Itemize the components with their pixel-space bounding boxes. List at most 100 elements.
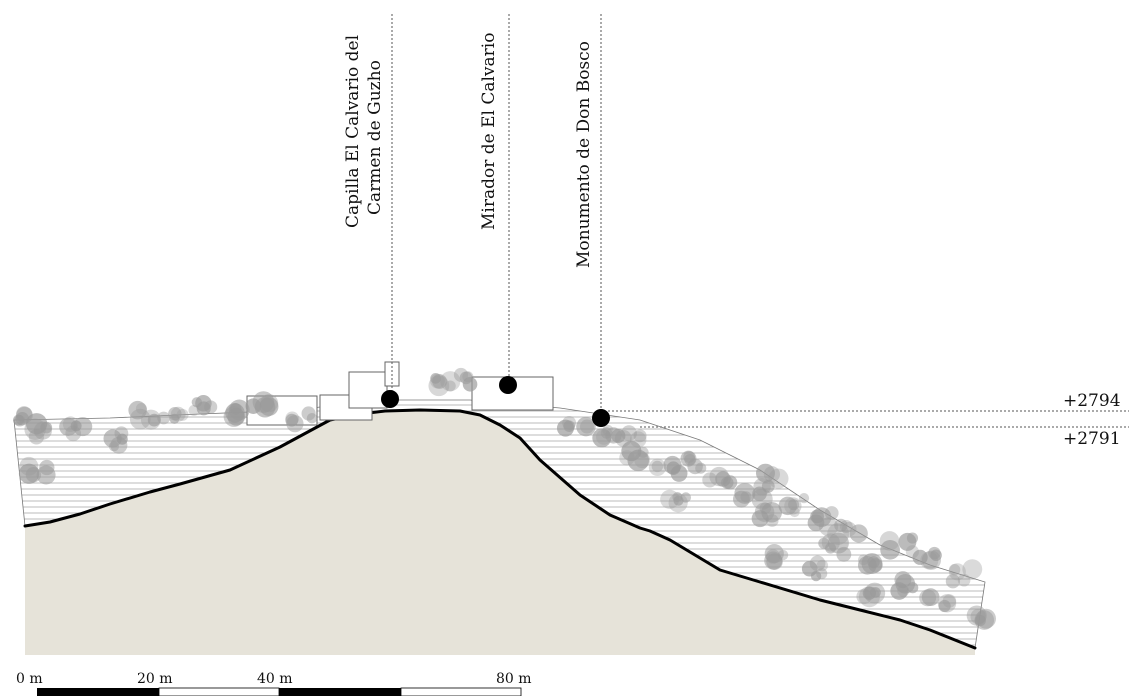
tree-blob xyxy=(938,599,951,613)
landmark-label-mirador: Mirador de El Calvario xyxy=(479,33,499,230)
tree-blob xyxy=(286,415,304,433)
tree-blob xyxy=(195,395,212,412)
tree-blob xyxy=(765,514,779,527)
tree-blob xyxy=(596,429,612,445)
scale-label-20: 20 m xyxy=(137,671,173,687)
tree-blob xyxy=(816,559,829,572)
tree-blob xyxy=(621,425,637,442)
scale-segment-4 xyxy=(400,687,522,696)
tree-blob xyxy=(18,463,40,484)
tree-blob xyxy=(948,564,961,576)
tree-blob xyxy=(462,376,478,392)
tree-blob xyxy=(576,416,596,437)
scale-label-0: 0 m xyxy=(16,671,43,687)
tree-blob xyxy=(157,411,171,425)
tree-blob xyxy=(754,502,775,522)
tree-blob xyxy=(563,420,575,432)
tree-blob xyxy=(970,608,986,625)
tree-blob xyxy=(827,532,849,554)
tree-blob xyxy=(976,608,996,629)
tree-blob xyxy=(702,472,718,488)
tree-blob xyxy=(898,532,917,551)
tree-blob xyxy=(260,394,279,413)
tree-blob xyxy=(777,549,789,561)
tree-blob xyxy=(648,458,667,477)
scale-label-80: 80 m xyxy=(496,671,532,687)
marker-don-bosco xyxy=(592,409,610,427)
tree-blob xyxy=(580,419,595,434)
tree-blob xyxy=(765,549,781,564)
tree-blob xyxy=(761,479,775,493)
tree-blob xyxy=(962,559,983,580)
tree-blob xyxy=(128,400,147,420)
tree-blob xyxy=(764,551,783,570)
tree-blob xyxy=(751,510,769,528)
marker-capilla xyxy=(381,390,399,408)
tree-blob xyxy=(811,507,832,527)
tree-blob xyxy=(428,375,450,397)
tree-blob xyxy=(810,570,822,582)
tree-blob xyxy=(740,491,752,503)
tree-blob xyxy=(937,594,957,613)
tree-blob xyxy=(687,458,703,475)
tree-blob xyxy=(809,555,826,572)
tree-blob xyxy=(28,429,45,445)
scale-label-40: 40 m xyxy=(257,671,293,687)
tree-blob xyxy=(633,429,647,443)
tree-blob xyxy=(227,408,245,426)
tree-blob xyxy=(890,582,908,600)
tree-blob xyxy=(40,421,53,434)
tree-blob xyxy=(285,413,299,427)
tree-blob xyxy=(755,463,775,483)
elevation-label-2791: +2791 xyxy=(1063,429,1121,449)
tree-blob xyxy=(870,587,881,598)
tree-blob xyxy=(673,495,684,506)
ground-profile-line xyxy=(23,408,977,650)
tree-blob xyxy=(611,428,626,444)
tree-blob xyxy=(849,524,868,543)
landmark-label-capilla-line2: Carmen de Guzho xyxy=(365,60,385,215)
tree-blob xyxy=(663,455,682,475)
tree-blob xyxy=(864,582,886,604)
tree-blob xyxy=(444,380,456,392)
building-chapel-body xyxy=(348,371,388,409)
scale-bar: 0 m 20 m 40 m 80 m xyxy=(16,671,532,696)
tree-blob xyxy=(880,539,900,560)
tree-blob xyxy=(430,373,441,384)
tree-blob xyxy=(592,428,612,448)
elevation-label-2794: +2794 xyxy=(1063,391,1121,411)
trees-group xyxy=(13,367,996,630)
tree-blob xyxy=(147,413,161,427)
tree-blob xyxy=(921,588,940,607)
landmark-label-capilla: Capilla El Calvario del Carmen de Guzho xyxy=(343,30,385,228)
tree-blob xyxy=(176,408,189,421)
tree-blob xyxy=(73,417,93,437)
ground-mass xyxy=(25,410,975,655)
tree-blob xyxy=(135,403,147,415)
tree-blob xyxy=(912,549,928,565)
tree-blob xyxy=(301,406,316,421)
tree-blob xyxy=(36,465,56,485)
tree-blob xyxy=(942,594,957,608)
tree-blob xyxy=(945,574,961,589)
tree-blob xyxy=(928,546,941,560)
tree-blob xyxy=(721,476,734,489)
scale-segment-3 xyxy=(279,688,401,696)
landmark-label-capilla-line1: Capilla El Calvario del xyxy=(343,35,363,228)
tree-blob xyxy=(440,371,461,392)
tree-blob xyxy=(140,409,162,430)
tree-blob xyxy=(834,518,848,532)
tree-blob xyxy=(816,568,828,580)
landmark-label-don-bosco: Monumento de Don Bosco xyxy=(574,41,594,268)
tree-blob xyxy=(430,373,445,389)
tree-blob xyxy=(957,573,971,587)
tree-blob xyxy=(668,493,688,513)
tree-blob xyxy=(798,492,810,504)
scale-segment-2 xyxy=(158,687,280,696)
tree-blob xyxy=(169,413,180,424)
buildings-group xyxy=(246,361,554,426)
tree-blob xyxy=(778,496,797,516)
tree-blob xyxy=(462,371,474,383)
tree-blob xyxy=(651,460,664,473)
tree-blob xyxy=(857,555,877,575)
